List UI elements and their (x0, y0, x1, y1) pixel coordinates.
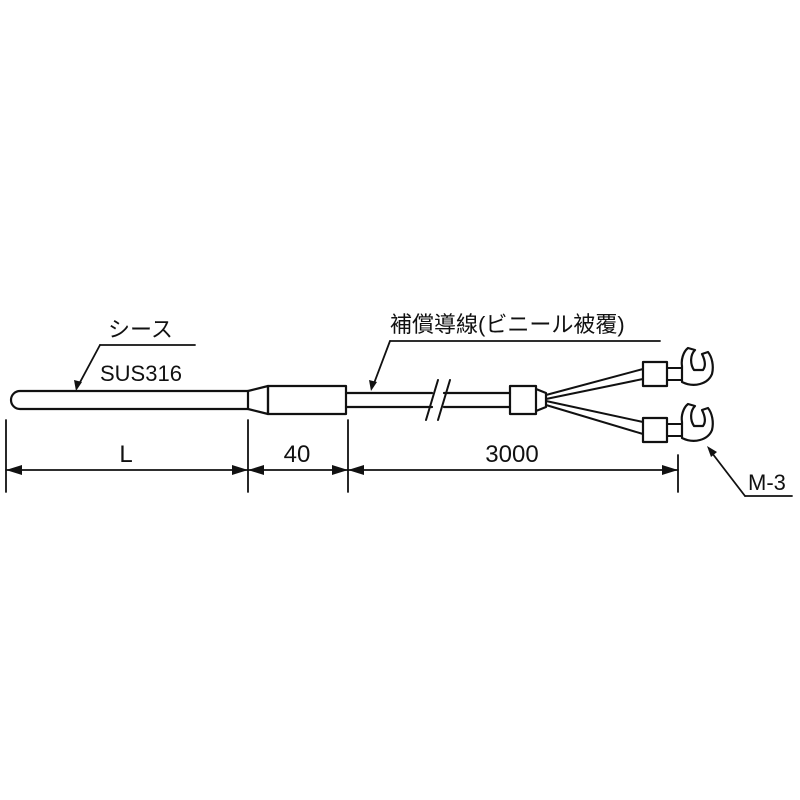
break-marks (425, 379, 451, 421)
extension-lines (5, 419, 679, 493)
dimension-label-3000: 3000 (485, 441, 538, 468)
sheath-probe (9, 389, 250, 411)
wire-end-sleeve (508, 384, 548, 416)
leader-sheath (74, 344, 196, 391)
terminal-label: M-3 (748, 470, 786, 495)
leader-terminal (707, 446, 793, 497)
lead-wire (344, 391, 512, 409)
dimension-label-40: 40 (284, 441, 311, 468)
dimension-label-l: L (119, 441, 132, 468)
sheath-material-label: SUS316 (100, 361, 182, 386)
compensating-wire-label: 補償導線(ビニール被覆) (390, 312, 625, 337)
leader-compensating-wire (369, 340, 661, 391)
transition-sleeve (246, 384, 348, 416)
spade-terminal-upper (641, 346, 714, 388)
dimension-lines (5, 465, 679, 475)
split-conductors (545, 368, 644, 435)
spade-terminal-lower (641, 402, 714, 444)
sheath-label: シース (108, 317, 173, 342)
